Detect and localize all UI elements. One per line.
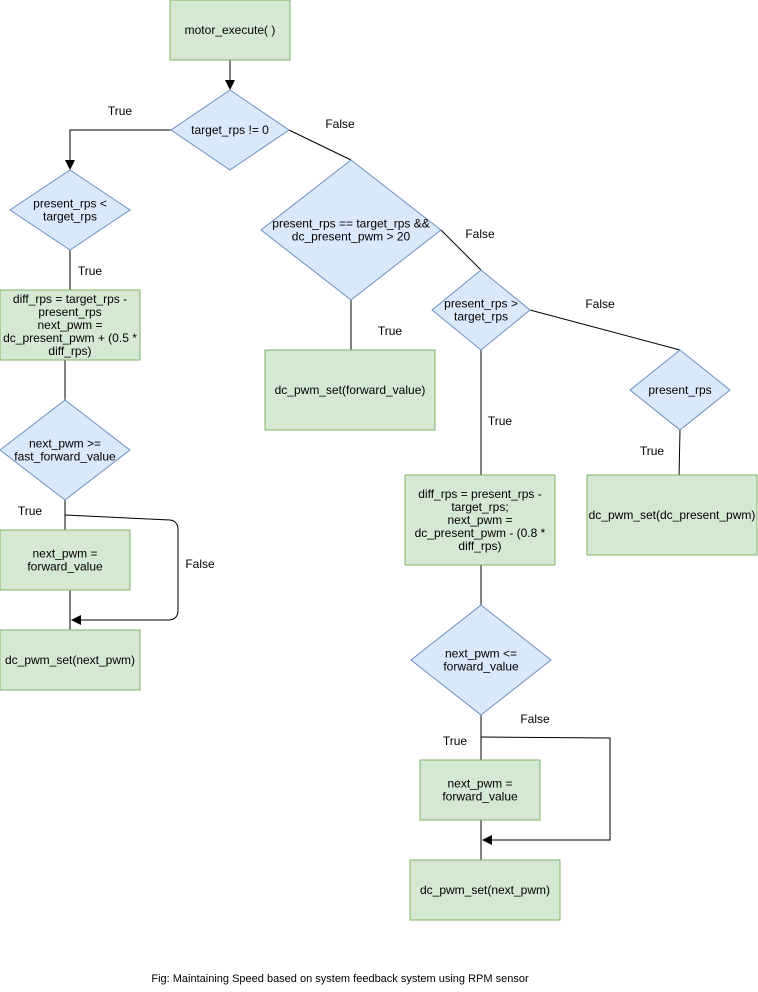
process-next-left-text: next_pwm =forward_value xyxy=(27,547,103,574)
process-set-right-text: dc_pwm_set(next_pwm) xyxy=(420,883,550,897)
decision-present-rps xyxy=(629,349,731,431)
start-node-text: motor_execute( ) xyxy=(185,23,276,37)
edge-fast-false xyxy=(64,514,179,625)
decision-present-less-target xyxy=(9,169,131,251)
process-set-right xyxy=(409,859,561,921)
label-fast-false: False xyxy=(185,557,215,571)
label-le-true: True xyxy=(443,734,468,748)
decision-present-greater-target xyxy=(431,269,531,351)
decision-target-rps-nonzero xyxy=(170,89,290,171)
label-greater-true: True xyxy=(488,414,513,428)
edge-equal-false xyxy=(440,229,482,271)
edge-present-true xyxy=(678,429,681,479)
label-present-true: True xyxy=(640,444,665,458)
process-next-right-text: next_pwm =forward_value xyxy=(442,777,518,804)
process-diff-left xyxy=(0,289,141,361)
decision-present-rps-text: present_rps xyxy=(648,383,711,397)
label-d1-false: False xyxy=(325,117,355,131)
decision-present-equal-target-text: present_rps == target_rps &&dc_present_p… xyxy=(272,217,429,244)
start-node xyxy=(169,0,291,61)
decision-present-equal-target xyxy=(260,159,442,301)
figure-caption: Fig: Maintaining Speed based on system f… xyxy=(151,973,529,985)
edge-greater-false xyxy=(529,309,681,351)
label-greater-false: False xyxy=(585,297,615,311)
process-set-left xyxy=(0,629,141,691)
label-left-true: True xyxy=(78,264,103,278)
edge-d1-false xyxy=(288,129,352,161)
edge-le-false xyxy=(480,736,611,845)
process-set-present-text: dc_pwm_set(dc_present_pwm) xyxy=(589,508,756,522)
label-equal-false: False xyxy=(465,227,495,241)
decision-present-greater-target-text: present_rps >target_rps xyxy=(444,297,518,324)
process-set-present xyxy=(586,474,758,556)
process-next-right xyxy=(419,759,541,821)
process-diff-right xyxy=(404,474,556,566)
label-le-false: False xyxy=(520,712,550,726)
decision-present-less-target-text: present_rps <target_rps xyxy=(33,197,107,224)
decision-next-le-forward xyxy=(410,604,552,716)
decision-next-le-forward-text: next_pwm <=forward_value xyxy=(443,647,519,674)
decision-target-rps-nonzero-text: target_rps != 0 xyxy=(191,123,269,137)
decision-next-ge-fast xyxy=(0,399,131,501)
process-next-left xyxy=(0,529,131,591)
process-set-left-text: dc_pwm_set(next_pwm) xyxy=(5,653,135,667)
decision-next-ge-fast-text: next_pwm >=fast_forward_value xyxy=(14,437,116,464)
label-equal-true: True xyxy=(378,324,403,338)
process-diff-right-text: diff_rps = present_rps -target_rps;next_… xyxy=(415,487,546,553)
label-fast-true: True xyxy=(18,504,43,518)
process-set-forward-text: dc_pwm_set(forward_value) xyxy=(275,383,426,397)
process-set-forward xyxy=(264,349,436,431)
label-d1-true: True xyxy=(108,104,133,118)
edge-d1-true xyxy=(65,129,171,170)
